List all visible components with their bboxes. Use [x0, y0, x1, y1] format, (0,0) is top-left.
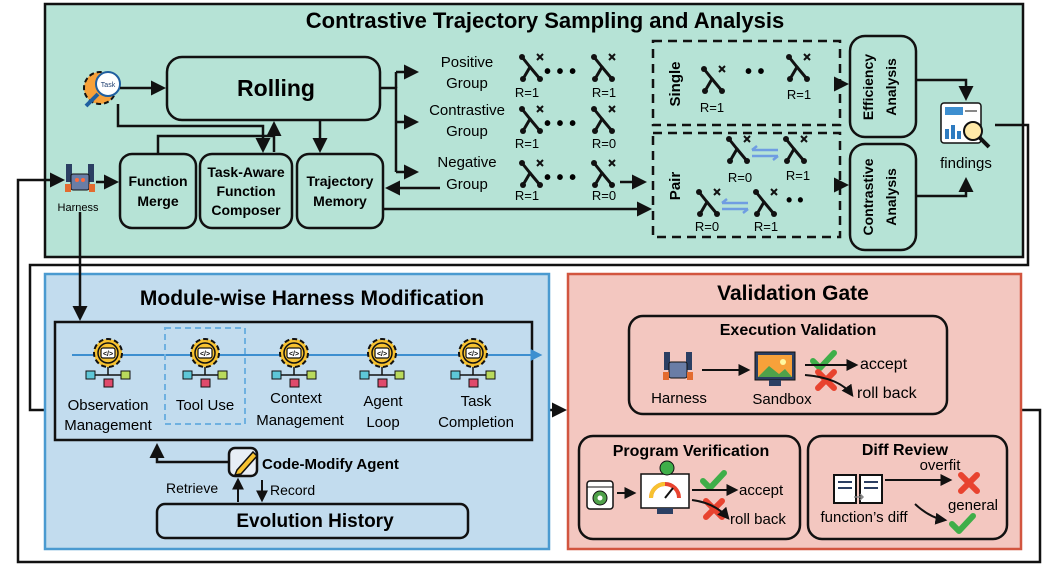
findings-label: findings [940, 155, 992, 172]
svg-text:• • •: • • • [544, 167, 576, 189]
reward-label: R=1 [515, 136, 539, 151]
task-gear-icon: Task [83, 71, 121, 108]
trajectory-memory-line2: Memory [313, 193, 367, 209]
composer-line2: Function [216, 183, 275, 199]
evolution-history-label: Evolution History [236, 511, 394, 532]
browser-gear-icon [586, 480, 614, 510]
module-label: Context [270, 390, 323, 407]
execution-title: Execution Validation [720, 322, 876, 339]
module-label: Loop [366, 414, 399, 431]
contrastive-analysis-line2: Analysis [883, 168, 899, 226]
module-label: Task [461, 393, 492, 410]
trajectory-memory-line1: Trajectory [307, 173, 374, 189]
contrastive-analysis-line1: Contrastive [860, 158, 876, 235]
efficiency-line2: Analysis [883, 58, 899, 116]
findings-report-icon [940, 102, 991, 149]
code-modify-agent-label: Code-Modify Agent [262, 456, 399, 473]
efficiency-analysis-box [848, 34, 918, 139]
pair-reward: R=1 [786, 168, 810, 183]
svg-text:• •: • • [786, 190, 804, 210]
execution-accept: accept [860, 356, 908, 373]
diff-general: general [948, 497, 998, 514]
module-title: Module-wise Harness Modification [140, 287, 484, 310]
positive-group-line1: Positive [441, 54, 494, 71]
efficiency-to-findings-arrow [916, 78, 974, 101]
negative-group-line2: Group [446, 176, 488, 193]
document-diff-icon [833, 474, 883, 504]
reward-label: R=0 [592, 136, 616, 151]
harness-robot-icon [663, 352, 693, 380]
pair-label: Pair [667, 172, 684, 201]
pair-exchange-icon [751, 145, 779, 161]
module-label: Management [256, 412, 344, 429]
rolling-label: Rolling [237, 75, 315, 101]
module-label: Tool Use [176, 397, 234, 414]
pair-reward: R=1 [754, 219, 778, 234]
positive-group-line2: Group [446, 75, 488, 92]
module-label: Completion [438, 414, 514, 431]
svg-text:• • •: • • • [544, 61, 576, 83]
validation-to-harness-loop [16, 172, 1042, 564]
pair-reward: R=0 [695, 219, 719, 234]
program-accept: accept [739, 482, 784, 499]
task-label: Task [101, 82, 116, 89]
tool-use-highlight [164, 327, 246, 425]
execution-rollback: roll back [857, 385, 918, 402]
module-label: Management [64, 417, 152, 434]
negative-group-line1: Negative [437, 154, 496, 171]
pair-box [651, 131, 842, 239]
function-merge-box [118, 152, 198, 230]
retrieve-label: Retrieve [166, 480, 218, 496]
composer-box [198, 152, 294, 230]
agent-to-module-arrow [149, 443, 228, 464]
program-rollback: roll back [730, 511, 786, 528]
pair-reward: R=0 [728, 170, 752, 185]
single-reward: R=1 [700, 100, 724, 115]
sandbox-monitor-icon [754, 351, 796, 386]
module-label: Agent [363, 393, 403, 410]
pair-exchange-icon [721, 198, 749, 214]
merge-to-composer-line [156, 134, 274, 154]
efficiency-line1: Efficiency [860, 54, 876, 120]
evolution-history-box [155, 502, 470, 540]
contrastive-group-line1: Contrastive [429, 102, 505, 119]
record-label: Record [270, 482, 315, 498]
task-to-composer-arrow [116, 104, 271, 153]
harness-robot-icon [65, 164, 95, 192]
trajectory-memory-box [295, 152, 385, 230]
pencil-icon [227, 446, 259, 478]
program-title: Program Verification [613, 443, 770, 460]
gauge-monitor-icon [640, 460, 690, 514]
diff-review-box [806, 434, 1009, 541]
function-merge-line2: Merge [137, 193, 178, 209]
reward-label: R=1 [592, 85, 616, 100]
single-label: Single [667, 61, 684, 106]
module-label: Observation [68, 397, 149, 414]
single-reward: R=1 [787, 87, 811, 102]
harness-label: Harness [58, 202, 99, 214]
contrastive-group-line2: Group [446, 123, 488, 140]
function-merge-line1: Function [128, 173, 187, 189]
reward-label: R=1 [515, 188, 539, 203]
svg-text:• •: • • [745, 61, 765, 83]
execution-harness-label: Harness [651, 390, 707, 407]
reward-label: R=1 [515, 85, 539, 100]
diff-label: function’s diff [820, 509, 908, 526]
composer-line3: Composer [211, 202, 281, 218]
diff-title: Diff Review [862, 442, 949, 459]
composer-line1: Task-Aware [207, 164, 285, 180]
svg-text:• • •: • • • [544, 113, 576, 135]
sandbox-label: Sandbox [752, 391, 812, 408]
validation-title: Validation Gate [717, 282, 869, 305]
reward-label: R=0 [592, 188, 616, 203]
contrastive-to-findings-arrow [916, 177, 974, 198]
top-title: Contrastive Trajectory Sampling and Anal… [306, 8, 784, 33]
diff-overfit: overfit [920, 457, 962, 474]
